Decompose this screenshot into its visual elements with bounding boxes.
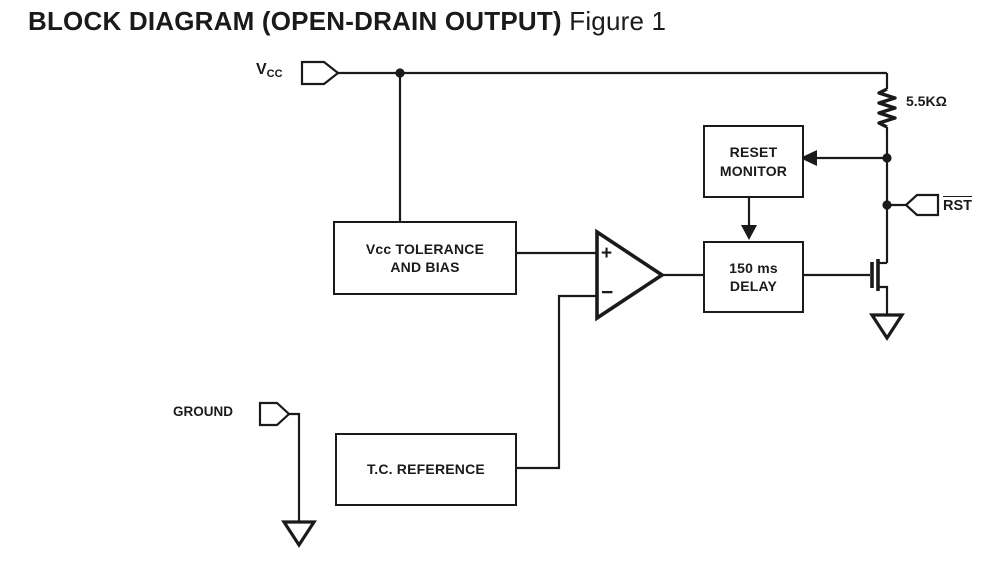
junction-dot-monitor-tap <box>882 153 892 163</box>
delay-label-line2: DELAY <box>729 278 778 294</box>
vcc-pin-label-sub: CC <box>266 68 283 80</box>
reset-monitor-block: RESET MONITOR <box>703 125 804 198</box>
vcc-tolerance-label-line1: Vcc TOLERANCE <box>365 240 485 257</box>
rst-pin-connector <box>904 193 940 217</box>
ground-symbol-output <box>869 313 905 341</box>
reset-monitor-label-line2: MONITOR <box>719 162 788 179</box>
vcc-pin-label-main: V <box>256 61 267 78</box>
ground-pin-label: GROUND <box>173 404 233 419</box>
delay-label-line1: 150 ms <box>729 259 778 276</box>
wire-mosfet-source <box>878 285 889 315</box>
arrowhead-into-delay <box>741 225 757 240</box>
ground-symbol-input <box>281 520 317 548</box>
mosfet-symbol <box>870 259 880 291</box>
title-figure-number: Figure 1 <box>569 6 667 36</box>
reset-monitor-label-line1: RESET <box>729 144 778 161</box>
tc-reference-label: T.C. REFERENCE <box>367 461 485 478</box>
ground-pin-connector <box>258 401 291 427</box>
comparator-minus-sign: − <box>601 281 614 304</box>
junction-dot-vcc <box>395 68 405 78</box>
vcc-pin-connector <box>300 60 340 86</box>
rst-pin-label: RST <box>943 196 972 214</box>
tc-reference-block: T.C. REFERENCE <box>335 433 517 506</box>
vcc-pin-label: VCC <box>256 61 283 80</box>
wire-ground-pin <box>288 412 301 522</box>
wire-reference-to-minus-input <box>513 294 597 470</box>
comparator-plus-sign: + <box>601 243 613 264</box>
vcc-tolerance-label-line2: AND BIAS <box>390 259 460 275</box>
resistor-value-label: 5.5KΩ <box>906 93 947 109</box>
page-title: BLOCK DIAGRAM (OPEN-DRAIN OUTPUT) Figure… <box>28 6 666 37</box>
junction-dot-rst-tap <box>882 200 892 210</box>
comparator-symbol <box>595 228 666 322</box>
delay-block: 150 ms DELAY <box>703 241 804 313</box>
title-bold: BLOCK DIAGRAM (OPEN-DRAIN OUTPUT) <box>28 6 562 36</box>
vcc-tolerance-bias-block: Vcc TOLERANCE AND BIAS <box>333 221 517 295</box>
arrowhead-into-reset-monitor <box>800 150 817 166</box>
resistor-symbol <box>877 87 897 129</box>
